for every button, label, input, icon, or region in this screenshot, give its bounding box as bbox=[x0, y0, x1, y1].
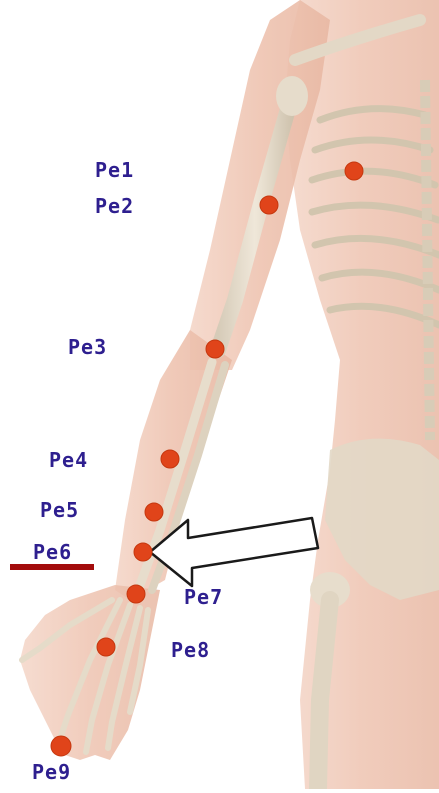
marker-pe3 bbox=[206, 340, 224, 358]
label-pe8: Pe8 bbox=[171, 640, 210, 660]
humerus-head bbox=[276, 76, 308, 116]
label-pe6: Pe6 bbox=[33, 542, 72, 562]
highlight-underline bbox=[10, 564, 94, 570]
marker-pe1 bbox=[345, 162, 363, 180]
marker-pe8 bbox=[97, 638, 115, 656]
marker-pe7 bbox=[127, 585, 145, 603]
label-pe3: Pe3 bbox=[68, 337, 107, 357]
spine bbox=[425, 80, 430, 440]
label-pe1: Pe1 bbox=[95, 160, 134, 180]
marker-pe9 bbox=[51, 736, 71, 756]
label-pe2: Pe2 bbox=[95, 196, 134, 216]
marker-pe4 bbox=[161, 450, 179, 468]
label-pe4: Pe4 bbox=[49, 450, 88, 470]
marker-pe2 bbox=[260, 196, 278, 214]
label-pe9: Pe9 bbox=[32, 762, 71, 782]
marker-pe6 bbox=[134, 543, 152, 561]
label-pe7: Pe7 bbox=[184, 587, 223, 607]
label-pe5: Pe5 bbox=[40, 500, 79, 520]
marker-pe5 bbox=[145, 503, 163, 521]
